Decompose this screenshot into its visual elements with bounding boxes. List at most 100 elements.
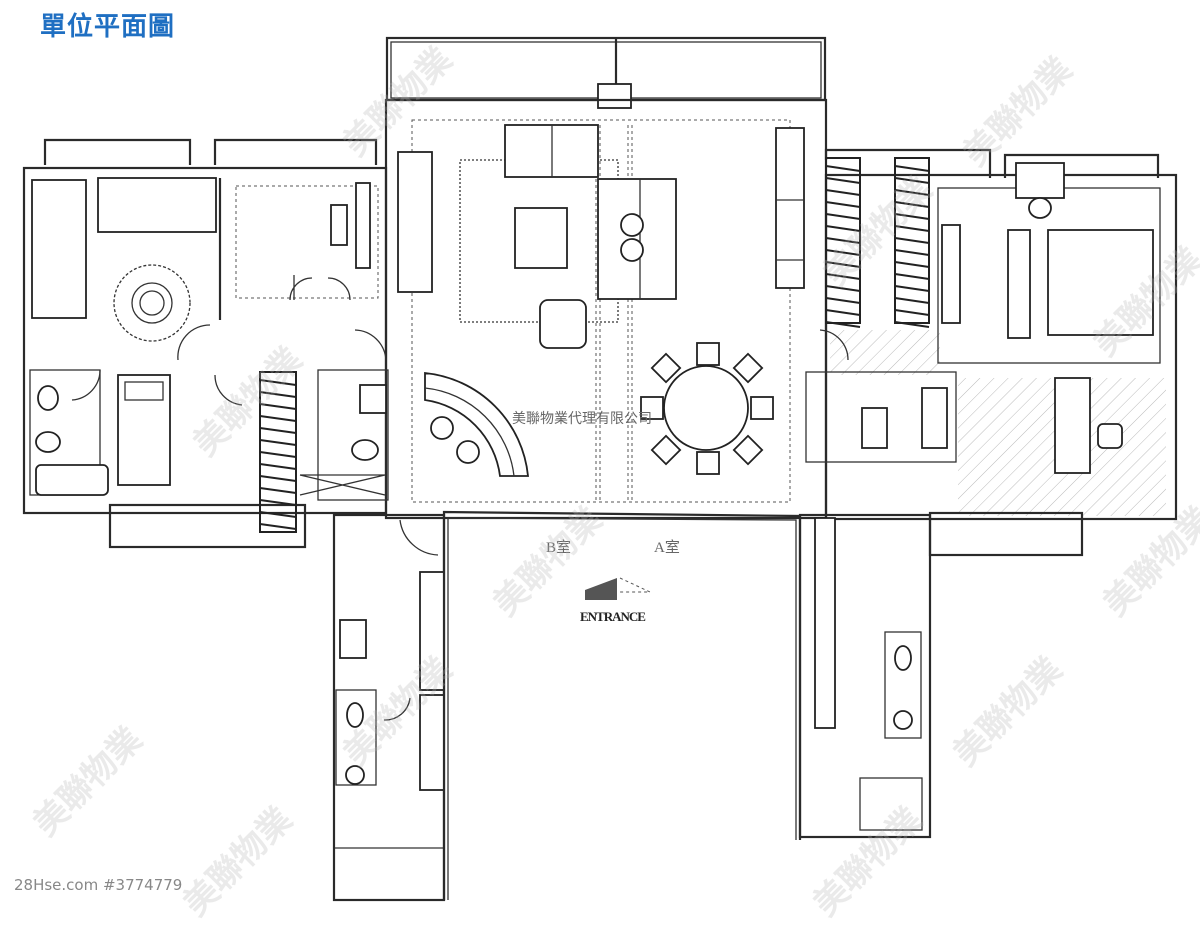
rack-shelf [259,463,297,470]
rack-shelf [259,523,297,530]
room-b-label: B室 [546,539,571,556]
closet-rack-1 [825,157,861,324]
sofa-side [597,178,677,300]
rack-shelf [894,177,930,184]
utility-toilet [894,645,912,671]
rack-shelf [825,297,861,304]
round-rug [113,264,191,342]
bed-2 [97,177,217,233]
bathtub [35,464,109,496]
kitchen-wing [332,513,446,902]
ac-unit [597,83,632,109]
basin-2 [359,384,387,414]
listing-reference: 28Hse.com #3774779 [14,876,183,894]
desk [330,204,348,246]
side-table-1 [620,213,644,237]
kitchen-counter-2 [419,694,445,791]
rack-shelf [825,249,861,256]
rack-shelf [894,261,930,268]
rack-shelf [894,225,930,232]
maid-basin [345,765,365,785]
rack-shelf [825,177,861,184]
rack-shelf [894,297,930,304]
rack-shelf [894,165,930,172]
rack-shelf [259,403,297,410]
rack-shelf [825,321,861,328]
entrance-corridor [442,510,802,900]
vanity-chair [1028,197,1052,219]
ensuite-basin [921,387,948,449]
toilet-1 [35,431,61,453]
study-chair [1097,423,1123,449]
basin-1 [37,385,59,411]
coffee-table [514,207,568,269]
service-wing [798,513,932,839]
wardrobe [355,182,371,269]
bed-3 [117,374,171,486]
side-table-2 [620,238,644,262]
rack-shelf [894,273,930,280]
vanity [1015,162,1065,199]
dining-table [663,365,749,451]
agency-watermark: 美聯物業代理有限公司 [512,411,652,427]
rack-shelf [825,165,861,172]
closet-rack-2 [894,157,930,324]
rack-shelf [259,391,297,398]
rack-shelf [825,261,861,268]
rack-shelf [825,273,861,280]
study-desk [1054,377,1091,474]
rack-shelf [259,379,297,386]
entrance-marker: ENTRANCE [580,577,651,624]
stool-2 [456,440,480,464]
ottoman [539,299,587,349]
stool-1 [430,416,454,440]
rack-shelf [894,249,930,256]
utility-basin [893,710,913,730]
rack-shelf [825,189,861,196]
rack-shelf [259,487,297,494]
dining-chairs [640,342,774,475]
toilet-2 [351,439,379,461]
right-wing [805,148,1178,557]
storage-room [859,777,923,831]
rack-shelf [894,201,930,208]
entrance-arrow-icon [585,578,617,600]
rack-shelf [894,213,930,220]
rack-shelf [894,285,930,292]
rack-shelf [825,285,861,292]
rack-shelf [259,451,297,458]
rack-shelf [825,213,861,220]
floor-plan-title: 單位平面圖 [40,12,176,42]
bench [1007,229,1031,339]
wall-cabinet [775,127,805,289]
dresser [941,224,961,324]
rack-shelf [894,321,930,328]
rack-shelf [259,475,297,482]
hatched-floor-1 [830,330,940,375]
room-a-label: A室 [654,539,680,556]
left-wing [22,138,389,549]
entrance-label: ENTRANCE [580,609,645,624]
maid-toilet-room [335,689,377,786]
rack-shelf [894,309,930,316]
bathroom-2 [317,369,389,501]
utility-toilet-room [884,631,922,739]
kitchen-counter [419,571,445,691]
ensuite-bathroom [805,371,957,463]
rack-shelf [894,237,930,244]
rack-shelf [825,309,861,316]
rack-shelf [825,201,861,208]
rack-shelf [894,189,930,196]
rack-shelf [259,415,297,422]
maid-toilet [346,702,364,728]
rack-shelf [259,427,297,434]
rack-shelf [259,511,297,518]
living-dining-room: B室 A室 [384,98,828,556]
rack-shelf [825,237,861,244]
sink [339,619,367,659]
utility-counter [814,517,836,729]
master-bed [1047,229,1154,336]
tv-cabinet [397,151,433,293]
top-balcony [385,36,827,109]
